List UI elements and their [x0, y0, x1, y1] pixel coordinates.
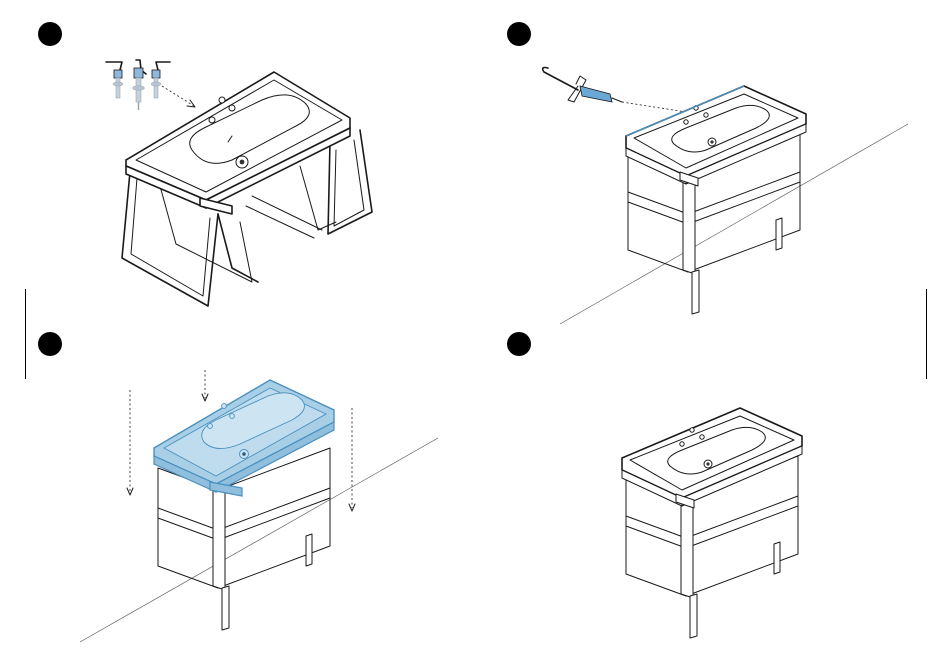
caulk-gun-icon [543, 68, 622, 103]
basin-icon [622, 408, 802, 508]
basin-icon [126, 72, 350, 214]
basin-icon [154, 380, 334, 496]
step-2-illustration [543, 68, 908, 325]
faucet-icon [106, 60, 170, 110]
step-3-illustration [80, 370, 438, 642]
step-1-illustration [106, 60, 372, 306]
step-4-illustration [622, 408, 802, 638]
